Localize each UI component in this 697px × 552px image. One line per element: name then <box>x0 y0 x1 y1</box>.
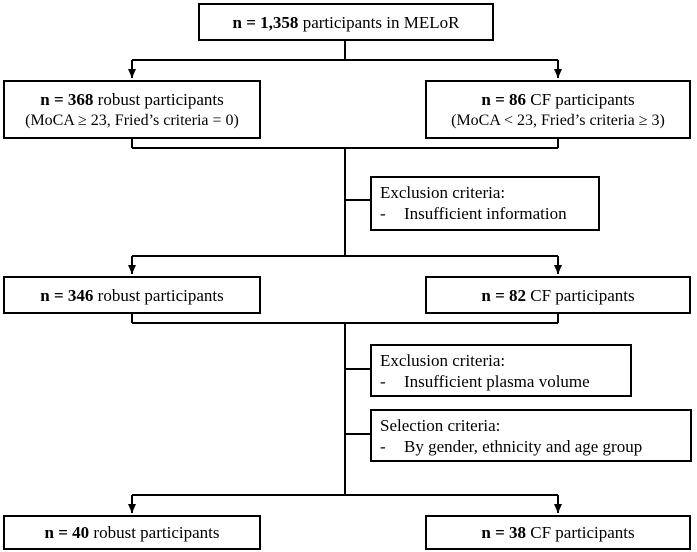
exclusion2-item-row: -Insufficient plasma volume <box>380 371 622 392</box>
exclusion1-item: Insufficient information <box>404 204 567 223</box>
stage2-cf-count: n = 82 <box>481 285 527 305</box>
stage3-robust-count: n = 40 <box>44 523 90 542</box>
stage1-cf-detail: (MoCA < 23, Fried’s criteria ≥ 3) <box>451 111 665 129</box>
stage1-robust-detail: (MoCA ≥ 23, Fried’s criteria = 0) <box>25 111 239 129</box>
stage2-cf-box: n = 82 CF participants <box>425 276 691 314</box>
stage2-robust-box: n = 346 robust participants <box>3 276 261 314</box>
stage3-robust-label: robust participants <box>93 523 220 542</box>
stage3-robust-box: n = 40 robust participants <box>3 515 261 550</box>
stage3-cf-label: CF participants <box>530 523 635 542</box>
total-participants-text: n = 1,358 participants in MELoR <box>233 12 460 33</box>
selection-title: Selection criteria: <box>380 416 501 435</box>
stage1-cf-box: n = 86 CF participants (MoCA < 23, Fried… <box>425 80 691 139</box>
exclusion2-title: Exclusion criteria: <box>380 351 506 370</box>
total-participants-count: n = 1,358 <box>232 12 299 32</box>
stage3-robust-text: n = 40 robust participants <box>45 522 220 543</box>
total-participants-label: participants in MELoR <box>302 12 460 32</box>
stage1-cf-line1: n = 86 CF participants <box>481 89 634 110</box>
stage2-robust-text: n = 346 robust participants <box>40 285 223 306</box>
exclusion1-item-row: -Insufficient information <box>380 203 590 224</box>
selection-box: Selection criteria: -By gender, ethnicit… <box>370 409 692 462</box>
stage1-robust-label: robust participants <box>97 89 224 109</box>
exclusion2-item: Insufficient plasma volume <box>404 372 590 391</box>
stage2-cf-text: n = 82 CF participants <box>481 285 634 306</box>
stage2-robust-count: n = 346 <box>40 285 94 305</box>
exclusion1-title: Exclusion criteria: <box>380 183 506 202</box>
exclusion2-box: Exclusion criteria: -Insufficient plasma… <box>370 344 632 397</box>
stage1-robust-line1: n = 368 robust participants <box>40 89 223 110</box>
stage2-robust-label: robust participants <box>97 285 224 305</box>
stage3-cf-text: n = 38 CF participants <box>481 522 634 543</box>
stage3-cf-box: n = 38 CF participants <box>425 515 691 550</box>
stage1-cf-count: n = 86 <box>481 89 527 109</box>
stage1-cf-label: CF participants <box>530 89 635 109</box>
selection-item: By gender, ethnicity and age group <box>404 437 643 456</box>
exclusion1-dash: - <box>380 204 386 223</box>
stage3-cf-count: n = 38 <box>481 523 527 542</box>
stage1-robust-box: n = 368 robust participants (MoCA ≥ 23, … <box>3 80 261 139</box>
stage1-robust-count: n = 368 <box>40 89 94 109</box>
selection-item-row: -By gender, ethnicity and age group <box>380 436 682 457</box>
selection-dash: - <box>380 437 386 456</box>
exclusion1-box: Exclusion criteria: -Insufficient inform… <box>370 176 600 231</box>
stage2-cf-label: CF participants <box>530 285 635 305</box>
exclusion2-dash: - <box>380 372 386 391</box>
total-participants-box: n = 1,358 participants in MELoR <box>198 3 494 41</box>
